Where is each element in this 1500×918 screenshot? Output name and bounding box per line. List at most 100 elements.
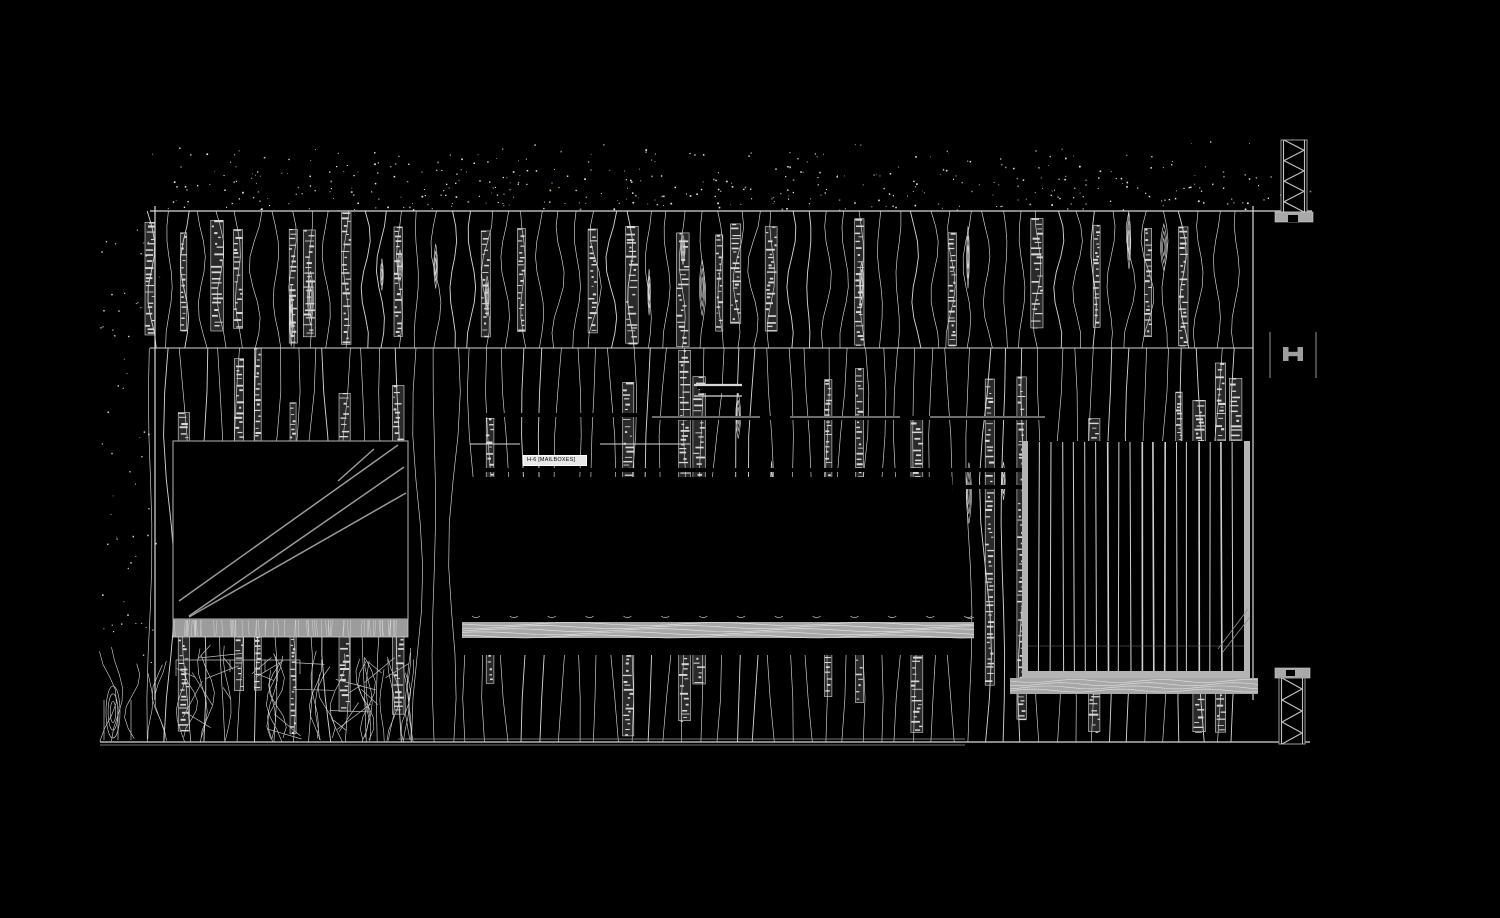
grain-tick (680, 364, 684, 367)
threshold-tick (888, 615, 897, 619)
sill-grain (272, 619, 275, 637)
grain-tick (289, 229, 294, 231)
stipple-dot (1061, 148, 1063, 150)
sill-grain (221, 619, 223, 637)
grain-line (1053, 210, 1065, 349)
grain-tick (765, 308, 769, 311)
stipple-dot (235, 180, 237, 182)
grain-tick (397, 438, 404, 441)
grain-strip-outline (233, 229, 243, 329)
grain-tick (693, 662, 700, 664)
landscape-branch (260, 674, 274, 681)
grain-tick (1181, 284, 1186, 286)
stipple-dot (231, 202, 233, 205)
grain-tick (626, 233, 635, 236)
marker-right-bar[interactable] (1297, 347, 1304, 361)
stipple-dot (1309, 190, 1312, 193)
grain-tick (1017, 519, 1026, 521)
grain-tick (1144, 319, 1151, 321)
grain-tick (718, 301, 723, 304)
stipple-dot (336, 166, 338, 168)
sill-grain (390, 619, 392, 637)
sill-grain (315, 619, 318, 637)
landscape-stem (357, 661, 375, 741)
stipple-dot (1204, 166, 1206, 168)
grain-tick (951, 274, 957, 276)
sill-grain (360, 619, 363, 637)
grain-tick (255, 435, 259, 437)
stipple-dot (637, 197, 639, 199)
stipple-dot (836, 176, 838, 178)
stipple-dot (1050, 194, 1052, 196)
grain-tick (1018, 384, 1022, 386)
grain-tick (393, 425, 400, 428)
grain-tick (985, 455, 994, 458)
grain-tick (344, 685, 348, 687)
grain-tick (290, 675, 296, 677)
grain-tick (825, 462, 832, 463)
grain-tick (1037, 286, 1042, 288)
stipple-dot (155, 542, 157, 545)
grain-tick (911, 680, 920, 683)
stipple-dot (810, 198, 811, 200)
grain-line (981, 210, 993, 349)
grain-tick (234, 261, 241, 263)
stipple-dot (1203, 202, 1205, 204)
stipple-dot (656, 203, 659, 206)
stipple-dot (186, 189, 188, 191)
stipple-dot (102, 326, 104, 328)
grain-strip-outline (764, 226, 778, 332)
stipple-dot (132, 535, 134, 538)
grain-knot (1001, 461, 1006, 500)
stipple-dot (519, 175, 521, 177)
stipple-dot (1175, 190, 1177, 192)
grain-tick (1218, 394, 1221, 396)
threshold-tick (925, 615, 935, 619)
gate-hardware (1221, 616, 1251, 654)
stipple-dot (354, 209, 355, 210)
grain-tick (855, 394, 858, 397)
grain-tick (856, 698, 860, 700)
stipple-dot (187, 200, 189, 203)
grain-tick (290, 726, 295, 728)
grain-tick (1177, 406, 1180, 409)
stipple-dot (1082, 208, 1084, 210)
grain-tick (1032, 308, 1038, 310)
gate-void[interactable] (1022, 441, 1250, 678)
grain-tick (1035, 223, 1042, 225)
grain-knot (1128, 229, 1130, 252)
grain-tick (912, 667, 916, 669)
grain-line (1213, 210, 1221, 349)
grain-tick (255, 645, 261, 647)
stipple-dot (257, 171, 259, 173)
stipple-dot (802, 171, 804, 173)
stipple-dot (1162, 205, 1164, 207)
grain-tick (948, 310, 955, 313)
grain-tick (218, 236, 221, 239)
stipple-dot (234, 154, 236, 156)
grain-tick (767, 271, 777, 273)
stipple-dot (443, 190, 445, 192)
grain-knot (966, 235, 970, 279)
landscape-branch (364, 657, 395, 683)
grain-tick (985, 508, 992, 511)
grain-line (965, 347, 973, 743)
stipple-dot (916, 183, 918, 185)
annotation-label-h6[interactable]: H-6 [MAILBOXES] (523, 455, 587, 466)
grain-tick (1096, 235, 1099, 236)
grain-tick (237, 431, 243, 434)
gate-slat (1117, 441, 1120, 672)
grain-tick (767, 240, 773, 243)
stipple-dot (663, 195, 665, 198)
window-frame-outline[interactable] (172, 440, 409, 620)
grain-tick (147, 328, 154, 331)
grain-tick (1176, 418, 1182, 420)
stipple-dot (455, 182, 457, 184)
grain-tick (343, 225, 347, 227)
stipple-dot (674, 186, 676, 189)
stipple-dot (427, 204, 429, 206)
marker-left-bar[interactable] (1283, 347, 1289, 361)
grain-tick (1194, 428, 1205, 431)
grain-tick (290, 304, 293, 306)
stipple-dot (1051, 204, 1053, 206)
